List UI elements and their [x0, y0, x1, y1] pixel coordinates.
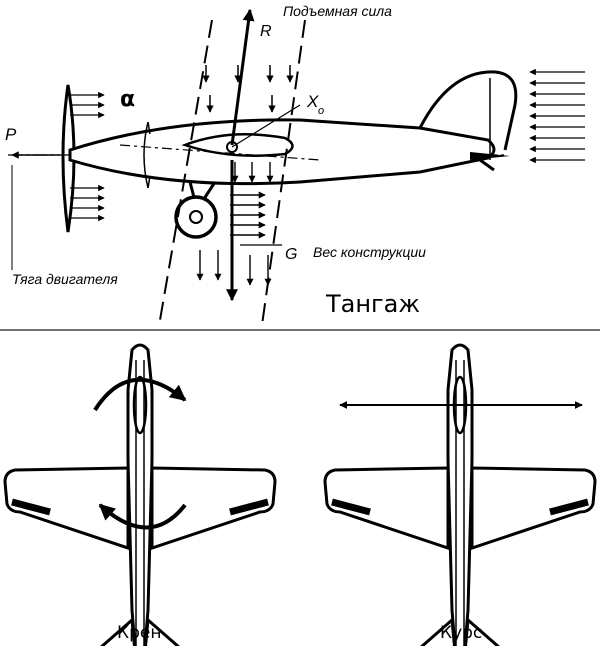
- lift-label: Подъемная сила: [283, 3, 392, 19]
- weight-label: Вес конструкции: [313, 244, 426, 260]
- pitch-title: Тангаж: [325, 290, 420, 318]
- lift-symbol: R: [260, 23, 272, 40]
- side-view: Подъемная сила R X o P Тяга двигателя G …: [5, 3, 585, 326]
- wing-profile: [181, 133, 294, 157]
- center-symbol: X: [306, 92, 319, 111]
- incoming-airflow: [529, 68, 585, 164]
- center-subscript: o: [318, 105, 324, 117]
- propeller-airflow: [70, 91, 105, 222]
- lift-vector: [230, 8, 255, 146]
- roll-view: Крен: [5, 345, 275, 646]
- roll-arrow-bottom: [98, 503, 187, 530]
- roll-arrow-top: [93, 377, 187, 412]
- roll-caption: Крен: [117, 623, 161, 643]
- weight-symbol: G: [285, 246, 297, 263]
- yaw-view: Курс: [325, 345, 595, 646]
- angle-symbol: α: [120, 87, 135, 112]
- plane-top-roll: [5, 345, 275, 646]
- tail-fin: [418, 70, 518, 151]
- thrust-label: Тяга двигателя: [12, 271, 118, 287]
- propeller: [61, 84, 76, 233]
- yaw-caption: Курс: [440, 623, 482, 643]
- plane-top-yaw: [325, 345, 595, 646]
- thrust-symbol: P: [5, 125, 17, 144]
